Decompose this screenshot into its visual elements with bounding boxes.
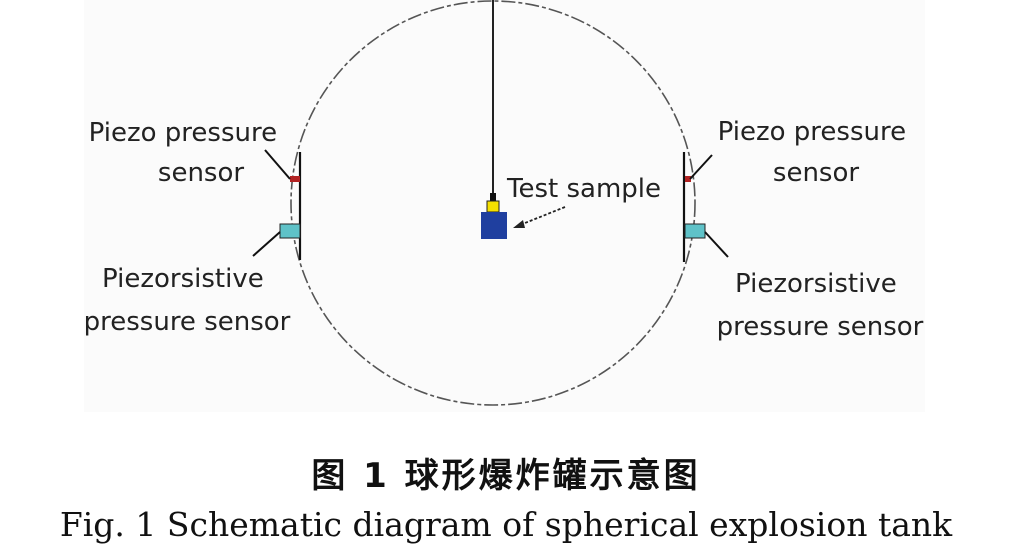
test-sample-label: Test sample: [506, 174, 661, 204]
right-piezoresistive-label-line1: Piezorsistive: [735, 269, 897, 299]
right-piezoresistive-label-line2: pressure sensor: [717, 312, 924, 342]
left-piezoresistive-leader: [252, 231, 281, 257]
sample-body: [481, 212, 507, 239]
left-piezo-label: Piezo pressure sensor: [89, 118, 286, 188]
left-piezo-label-line2: sensor: [158, 158, 244, 188]
right-piezo-label-line2: sensor: [773, 158, 859, 188]
test-sample-arrowhead: [513, 220, 525, 228]
left-piezoresistive-label-line2: pressure sensor: [84, 307, 291, 337]
figure-panel: [84, 0, 925, 412]
caption-english: Fig. 1 Schematic diagram of spherical ex…: [59, 505, 953, 544]
left-piezoresistive-label-line1: Piezorsistive: [102, 264, 264, 294]
sample-fuse: [486, 200, 500, 213]
right-piezoresistive-label: Piezorsistive pressure sensor: [717, 269, 924, 342]
caption-chinese: 图 1 球形爆炸罐示意图: [311, 456, 701, 496]
right-piezoresistive-sensor: [684, 223, 706, 239]
left-piezo-sensor: [290, 176, 300, 182]
left-piezoresistive-label: Piezorsistive pressure sensor: [84, 264, 291, 337]
tank-diagram: Test sample Piezo pressure sensor Piezor…: [84, 0, 924, 406]
sample-detonator: [490, 193, 496, 201]
left-piezoresistive-sensor: [279, 223, 301, 239]
right-piezoresistive-leader: [704, 231, 729, 258]
right-piezo-label: Piezo pressure sensor: [718, 117, 915, 188]
test-sample-pointer: [519, 206, 566, 226]
tank-shell: [290, 0, 696, 406]
left-piezo-label-line1: Piezo pressure: [89, 118, 277, 148]
right-piezo-leader: [689, 154, 713, 180]
left-piezo-leader: [264, 149, 291, 180]
right-piezo-sensor: [685, 176, 691, 182]
right-piezo-label-line1: Piezo pressure: [718, 117, 906, 147]
